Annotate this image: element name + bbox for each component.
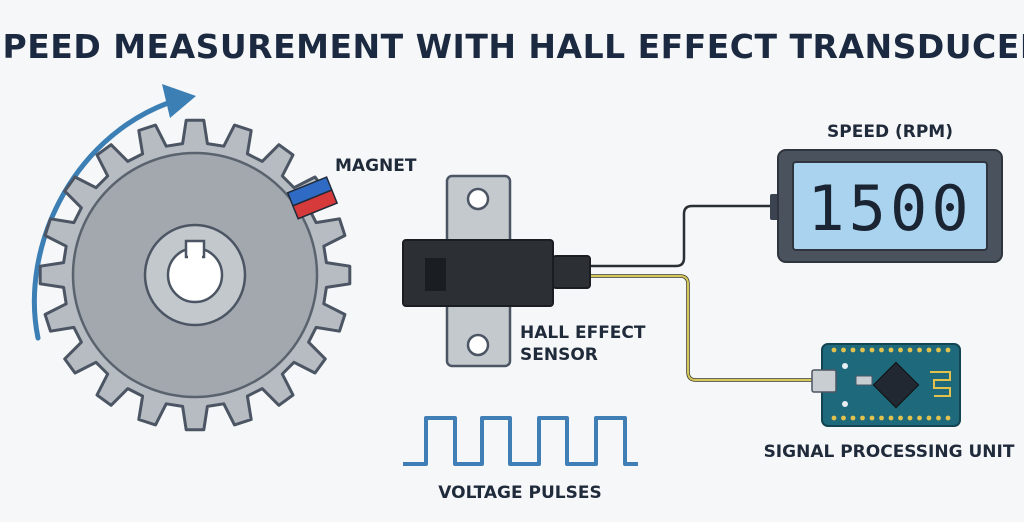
rpm-display-icon — [770, 149, 1003, 263]
board-pin — [888, 415, 894, 421]
sensor-label-line1: HALL EFFECT — [520, 323, 646, 343]
circuit-board-icon — [811, 343, 961, 427]
board-pin — [926, 415, 932, 421]
magnet-icon — [286, 176, 339, 220]
rpm-readout: 1500 — [807, 172, 972, 245]
gear-icon — [38, 118, 352, 432]
board-pin — [898, 347, 903, 353]
rotation-arrow-icon — [31, 84, 196, 341]
square-wave-icon — [403, 416, 638, 466]
pulses-label: VOLTAGE PULSES — [438, 483, 601, 503]
board-pin — [945, 415, 951, 421]
sensor-label-line2: SENSOR — [520, 345, 598, 365]
board-pin — [879, 347, 884, 353]
board-pin — [869, 415, 875, 421]
board-pin — [879, 415, 884, 421]
board-pin — [936, 347, 941, 353]
board-pin — [907, 415, 913, 421]
hall-sensor-icon — [402, 174, 591, 368]
board-pin — [888, 347, 894, 353]
diagram-title: SPEED MEASUREMENT WITH HALL EFFECT TRANS… — [0, 27, 1024, 66]
board-pin — [869, 347, 875, 353]
board-pin — [945, 347, 951, 353]
board-pin — [860, 347, 865, 353]
board-pin — [831, 347, 837, 353]
board-pin — [860, 415, 865, 421]
board-pin — [917, 347, 922, 353]
board-pin — [898, 415, 903, 421]
board-pin — [841, 347, 846, 353]
sensor-wires — [590, 204, 820, 382]
board-pin — [936, 415, 941, 421]
board-pin — [831, 415, 837, 421]
board-pin — [926, 347, 932, 353]
board-pin — [917, 415, 922, 421]
magnet-label: MAGNET — [335, 156, 417, 176]
board-pin — [850, 415, 856, 421]
processor-label: SIGNAL PROCESSING UNIT — [764, 442, 1015, 462]
board-pin — [850, 347, 856, 353]
board-pin — [907, 347, 913, 353]
board-pin — [841, 415, 846, 421]
speed-display-label: SPEED (RPM) — [827, 122, 953, 142]
